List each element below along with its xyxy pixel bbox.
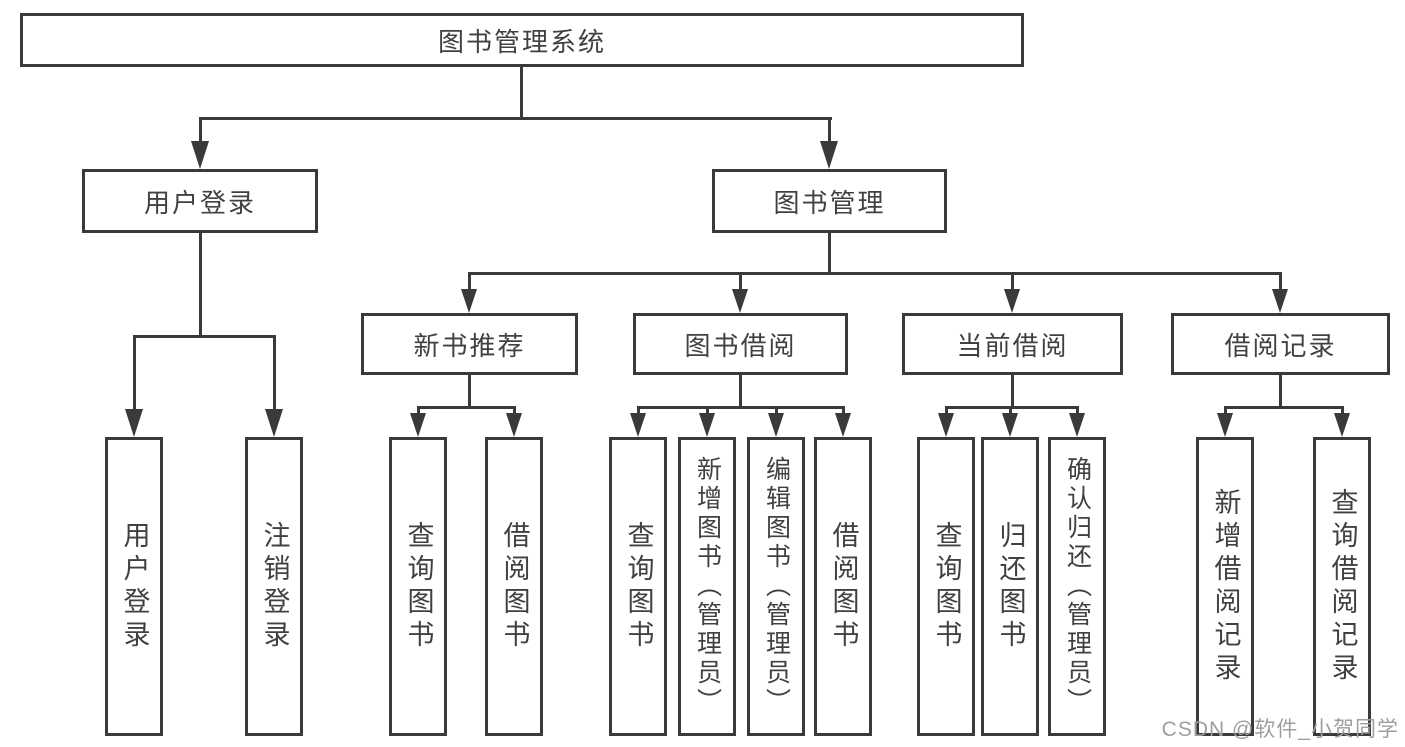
- arrowhead-book-borrow: [732, 289, 748, 313]
- arrowhead-leaf: [699, 413, 715, 437]
- node-book-borrowing: 图书借阅: [633, 313, 848, 375]
- connector-current-borrow-stem: [1011, 375, 1014, 406]
- leaf-query-books-borrow: 查询图书: [609, 437, 667, 736]
- connector-root-stem: [520, 67, 523, 120]
- leaf-query-books-current: 查询图书: [917, 437, 975, 736]
- leaf-query-borrow-record: 查询借阅记录: [1313, 437, 1371, 736]
- leaf-edit-books-admin: 编辑图书（管理员）: [747, 437, 805, 736]
- leaf-query-books-recommend: 查询图书: [389, 437, 447, 736]
- connector-to-borrow-records: [1279, 272, 1282, 289]
- connector-to-user-login: [199, 117, 202, 145]
- connector-to-book-borrow: [739, 272, 742, 289]
- connector-book-management-split: [468, 272, 1282, 275]
- arrowhead-borrow-records: [1272, 289, 1288, 313]
- connector-new-book-stem: [468, 375, 471, 406]
- arrowhead-leaf: [1002, 413, 1018, 437]
- connector-stub: [842, 406, 845, 414]
- connector-book-borrow-split: [638, 406, 844, 409]
- connector-to-book-management: [828, 117, 831, 145]
- arrowhead-book-management: [820, 141, 838, 169]
- arrowhead-user-login: [191, 141, 209, 169]
- node-borrowing-records: 借阅记录: [1171, 313, 1390, 375]
- arrowhead-leaf: [1069, 413, 1085, 437]
- arrowhead-leaf-user-login: [125, 409, 143, 437]
- arrowhead-current-borrow: [1004, 289, 1020, 313]
- leaf-user-login: 用户登录: [105, 437, 163, 736]
- leaf-borrow-books-recommend: 借阅图书: [485, 437, 543, 736]
- connector-to-current-borrow: [1011, 272, 1014, 289]
- leaf-return-books: 归还图书: [981, 437, 1039, 736]
- connector-to-leaf-logout: [273, 335, 276, 412]
- connector-user-login-stem: [199, 233, 202, 335]
- arrowhead-leaf: [1334, 413, 1350, 437]
- node-user-login: 用户登录: [82, 169, 318, 233]
- connector-stub: [513, 406, 516, 414]
- connector-user-login-split: [133, 335, 276, 338]
- watermark: CSDN @软件_小贺同学: [1161, 718, 1399, 741]
- leaf-logout: 注销登录: [245, 437, 303, 736]
- leaf-add-borrow-record: 新增借阅记录: [1196, 437, 1254, 736]
- connector-to-new-book: [468, 272, 471, 289]
- connector-stub: [775, 406, 778, 414]
- connector-stub: [1224, 406, 1227, 414]
- node-book-management: 图书管理: [712, 169, 947, 233]
- connector-new-book-split: [418, 406, 515, 409]
- connector-current-borrow-split: [946, 406, 1078, 409]
- connector-book-management-stem: [828, 233, 831, 272]
- node-new-book-recommendation: 新书推荐: [361, 313, 578, 375]
- connector-stub: [706, 406, 709, 414]
- leaf-confirm-return-admin: 确认归还（管理员）: [1048, 437, 1106, 736]
- arrowhead-new-book: [461, 289, 477, 313]
- connector-stub: [417, 406, 420, 414]
- connector-stub: [1341, 406, 1344, 414]
- connector-to-leaf-user-login: [133, 335, 136, 412]
- arrowhead-leaf: [1217, 413, 1233, 437]
- leaf-borrow-books: 借阅图书: [814, 437, 872, 736]
- arrowhead-leaf: [835, 413, 851, 437]
- connector-stub: [945, 406, 948, 414]
- connector-stub: [1076, 406, 1079, 414]
- arrowhead-leaf: [410, 413, 426, 437]
- arrowhead-leaf-logout: [265, 409, 283, 437]
- arrowhead-leaf: [938, 413, 954, 437]
- connector-book-borrow-stem: [739, 375, 742, 406]
- arrowhead-leaf: [768, 413, 784, 437]
- connector-root-split: [199, 117, 832, 120]
- node-current-borrowing: 当前借阅: [902, 313, 1123, 375]
- connector-stub: [1009, 406, 1012, 414]
- connector-borrow-records-split: [1225, 406, 1343, 409]
- connector-stub: [637, 406, 640, 414]
- node-library-management-system: 图书管理系统: [20, 13, 1024, 67]
- arrowhead-leaf: [506, 413, 522, 437]
- arrowhead-leaf: [630, 413, 646, 437]
- connector-borrow-records-stem: [1279, 375, 1282, 406]
- leaf-add-books-admin: 新增图书（管理员）: [678, 437, 736, 736]
